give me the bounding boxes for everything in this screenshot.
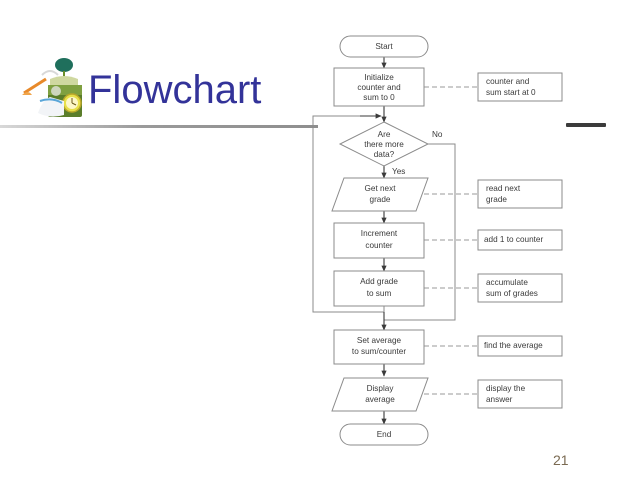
svg-text:answer: answer (486, 395, 513, 404)
connector-no-branch (384, 143, 456, 321)
svg-text:Display: Display (367, 384, 395, 393)
annotation-init: counter and sum start at 0 (477, 72, 563, 102)
node-increment-counter: Increment counter (333, 222, 425, 259)
node-set-average: Set average to sum/counter (333, 329, 425, 365)
annotation-addgrade: accumulate sum of grades (477, 273, 563, 303)
title-accent-bar (566, 123, 606, 127)
svg-text:average: average (365, 395, 395, 404)
annotation-setavg-label: find the average (484, 341, 543, 350)
svg-text:Get next: Get next (365, 184, 397, 193)
title-divider (0, 125, 318, 128)
svg-text:Increment: Increment (361, 229, 398, 238)
node-start-label: Start (375, 42, 393, 51)
svg-text:to sum: to sum (367, 289, 392, 298)
svg-text:counter and: counter and (357, 83, 401, 92)
svg-text:grade: grade (370, 195, 391, 204)
svg-text:sum start at 0: sum start at 0 (486, 88, 536, 97)
connector-loopback (312, 115, 385, 313)
svg-text:counter and: counter and (486, 77, 530, 86)
svg-text:grade: grade (486, 195, 507, 204)
svg-text:Initialize: Initialize (364, 73, 394, 82)
svg-text:to sum/counter: to sum/counter (352, 347, 406, 356)
annotation-setavg: find the average (477, 335, 563, 357)
svg-text:data?: data? (374, 150, 395, 159)
decorative-clipart-icon (20, 57, 92, 129)
annotation-increment: add 1 to counter (477, 229, 563, 251)
svg-text:Add grade: Add grade (360, 277, 398, 286)
node-decision: Are there more data? (338, 121, 430, 167)
annotation-getgrade: read next grade (477, 179, 563, 209)
svg-text:read next: read next (486, 184, 521, 193)
svg-text:display the: display the (486, 384, 526, 393)
page-number: 21 (553, 452, 569, 468)
svg-text:sum to 0: sum to 0 (363, 93, 395, 102)
node-get-next-grade: Get next grade (331, 177, 429, 212)
node-start: Start (339, 35, 429, 58)
svg-text:sum of grades: sum of grades (486, 289, 538, 298)
annotation-display: display the answer (477, 379, 563, 409)
annotation-increment-label: add 1 to counter (484, 235, 543, 244)
branch-label-no: No (432, 130, 443, 139)
node-add-grade-to-sum: Add grade to sum (333, 270, 425, 307)
node-display-average: Display average (331, 377, 429, 412)
page-title: Flowchart (88, 68, 262, 112)
svg-text:there more: there more (364, 140, 404, 149)
svg-text:accumulate: accumulate (486, 278, 528, 287)
svg-text:Set average: Set average (357, 336, 402, 345)
svg-text:Are: Are (378, 130, 391, 139)
branch-label-yes: Yes (392, 167, 405, 176)
node-end-label: End (377, 430, 392, 439)
node-end: End (339, 423, 429, 446)
svg-text:counter: counter (365, 241, 393, 250)
node-initialize: Initialize counter and sum to 0 (333, 67, 425, 107)
